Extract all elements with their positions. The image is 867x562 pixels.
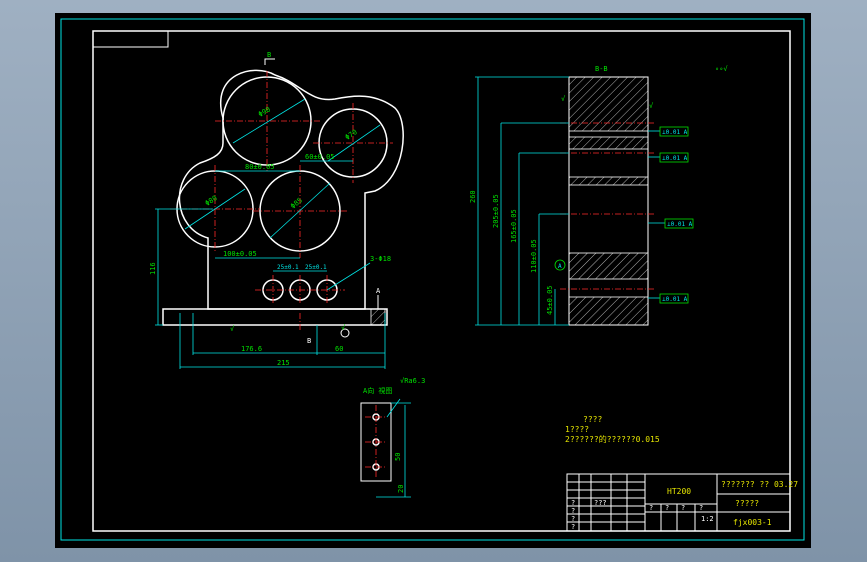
datum-label: A — [558, 263, 562, 270]
sheet-cell: ? — [681, 504, 685, 512]
dim-text: 20 — [397, 485, 405, 493]
title-block[interactable]: ? ??? ? ? ? HT200 ??????? ?? 03.27 ?????… — [566, 473, 798, 532]
datum-circle — [554, 259, 566, 271]
dim-text: 50 — [394, 453, 402, 461]
sheet-cell: ? — [665, 504, 669, 512]
section-marker-label: B — [307, 337, 311, 345]
diameter-leader — [269, 182, 331, 239]
dim-text: 3-Φ18 — [370, 255, 391, 263]
dim-text: Φ70 — [344, 128, 359, 142]
leader — [386, 398, 401, 418]
svg-text:?: ? — [571, 507, 575, 515]
dim-text: 260 — [469, 190, 477, 203]
section-hatch — [568, 296, 649, 326]
svg-text:?: ? — [571, 523, 575, 531]
section-marker-label: B — [267, 51, 271, 59]
section-hatch — [568, 176, 649, 186]
section-view[interactable]: B-B ∘∘√ 260 205±0.05 165±0.05 110±0.05 4… — [469, 65, 728, 326]
roughness-symbol: √ — [561, 95, 566, 103]
front-view[interactable]: Φ90 Φ70 Φ80 Φ85 3-Φ18 80±0.05 60±0.05 10… — [149, 51, 404, 369]
part-outline — [178, 69, 404, 310]
dim-text: 25±0.1 — [277, 264, 299, 271]
tech-line-2: 2??????的??????0.015 — [565, 434, 660, 444]
dim-text: √Ra6.3 — [400, 377, 425, 385]
dim-text: 25±0.1 — [305, 264, 327, 271]
drawing-subtitle: ????? — [735, 499, 759, 508]
svg-text:⊥0.01 A: ⊥0.01 A — [662, 155, 688, 162]
dim-text: 165±0.05 — [510, 209, 518, 243]
tolerance-frame: ⊥0.01 A — [648, 126, 689, 137]
inner-frame — [92, 30, 791, 532]
dim-text: 116 — [149, 262, 157, 275]
svg-text:⊥0.01 A: ⊥0.01 A — [662, 296, 688, 303]
svg-text:?: ? — [571, 515, 575, 523]
drawing-canvas[interactable]: Φ90 Φ70 Φ80 Φ85 3-Φ18 80±0.05 60±0.05 10… — [55, 13, 811, 548]
tolerance-frame: ⊥0.01 A — [648, 293, 689, 304]
diameter-leader — [326, 262, 371, 291]
dim-text: Φ90 — [257, 105, 272, 118]
dim-text: Φ80 — [204, 194, 219, 208]
cad-viewport[interactable]: Φ90 Φ70 Φ80 Φ85 3-Φ18 80±0.05 60±0.05 10… — [55, 13, 811, 548]
base-plate — [162, 308, 388, 326]
dim-text: 100±0.05 — [223, 250, 257, 258]
roughness-symbol: √ — [649, 102, 654, 110]
corner-label-box — [92, 30, 169, 48]
section-hatch — [568, 76, 649, 132]
title-block-frame — [566, 473, 791, 532]
dim-text: 215 — [277, 359, 290, 367]
section-title: B-B — [595, 65, 608, 73]
svg-text:???: ??? — [594, 499, 607, 507]
tolerance-frame: ⊥0.01 A — [648, 152, 689, 163]
diameter-leader — [232, 98, 306, 144]
tech-title: ???? — [583, 415, 602, 424]
svg-text:?: ? — [571, 499, 575, 507]
dim-text: 176.6 — [241, 345, 262, 353]
svg-text:⊥0.01 A: ⊥0.01 A — [662, 129, 688, 136]
section-marker — [264, 58, 275, 65]
dim-text: 60 — [335, 345, 343, 353]
section-hatch — [568, 252, 649, 280]
sheet-cell: ? — [649, 504, 653, 512]
tolerance-frame: ⊥0.01 A — [648, 218, 694, 229]
section-hatch — [568, 136, 649, 150]
sheet-cell: ? — [699, 504, 703, 512]
outer-frame — [60, 18, 805, 541]
drawing-title: ??????? ?? 03.27 — [721, 480, 798, 489]
tech-requirements: ???? 1???? 2??????的??????0.015 — [565, 415, 660, 444]
dim-text: 205±0.05 — [492, 194, 500, 228]
view-marker-label: A — [376, 287, 381, 295]
diameter-leader — [184, 188, 246, 230]
dim-text: 80±0.05 — [245, 163, 275, 171]
material: HT200 — [667, 487, 691, 496]
dim-text: 110±0.05 — [530, 239, 538, 273]
base-hatch — [370, 308, 386, 326]
a-view-outline — [360, 402, 392, 482]
diameter-leader — [327, 124, 381, 162]
drawing-code: fjx003-1 — [733, 518, 772, 527]
scale: 1:2 — [701, 515, 714, 523]
a-view-label: A向 視图 — [363, 386, 392, 395]
dim-text: 60±0.05 — [305, 153, 335, 161]
roughness-symbol: √ — [341, 324, 346, 332]
title-left-grid: ? ??? ? ? ? — [567, 474, 645, 531]
svg-text:⊥0.01 A: ⊥0.01 A — [667, 221, 693, 228]
a-view[interactable]: A向 視图 √Ra6.3 50 20 — [360, 377, 425, 498]
tech-line-1: 1???? — [565, 425, 589, 434]
roughness-symbol: √ — [230, 325, 235, 333]
roughness-note: ∘∘√ — [715, 65, 728, 73]
dim-text: 45±0.05 — [546, 285, 554, 315]
datum-symbol — [340, 328, 350, 338]
